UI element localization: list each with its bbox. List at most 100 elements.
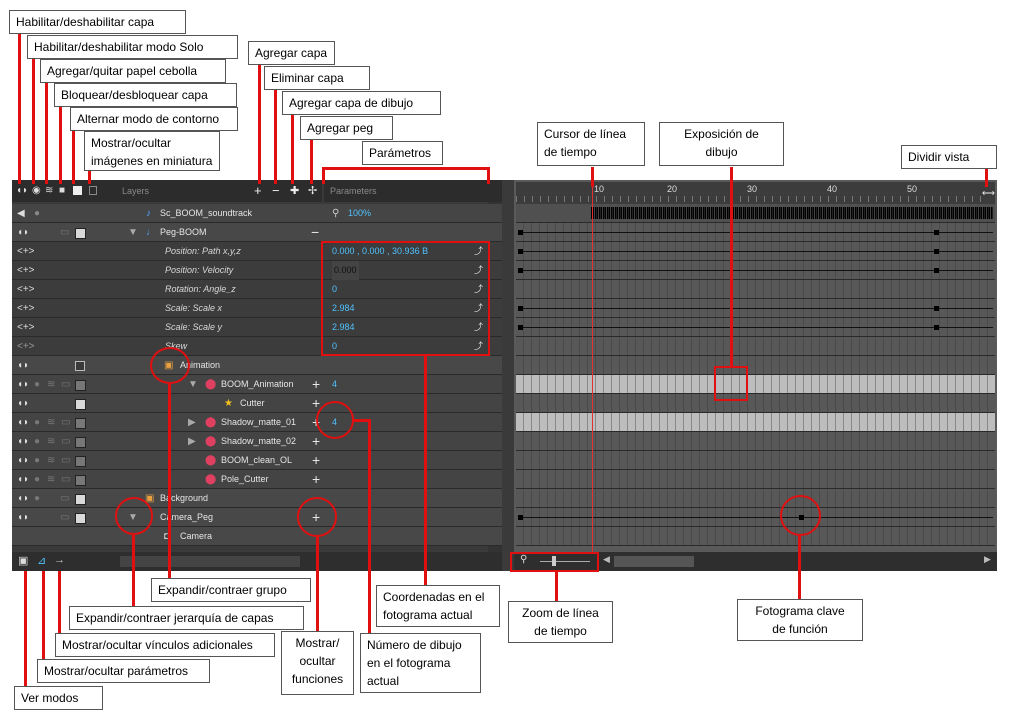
show-functions-icon[interactable]: + bbox=[312, 433, 321, 449]
lock-icon[interactable]: ▭ bbox=[61, 417, 71, 428]
show-functions-icon[interactable]: + bbox=[312, 471, 321, 487]
onion-skin-icon[interactable]: ≋ bbox=[47, 474, 56, 485]
color-swatch[interactable] bbox=[75, 475, 86, 486]
onion-skin-icon[interactable]: ≋ bbox=[47, 379, 56, 390]
param-value[interactable]: 2.984 bbox=[332, 303, 355, 313]
curve-icon[interactable]: ⤴ bbox=[474, 246, 484, 256]
layer-row-peg-boom[interactable]: ◖◗ ▭ ▼ ♩ Peg-BOOM − bbox=[12, 223, 502, 242]
solo-icon[interactable]: ◉ bbox=[32, 185, 41, 196]
param-value[interactable]: 0.000 bbox=[332, 261, 359, 280]
onion-skin-icon[interactable]: ≋ bbox=[47, 455, 56, 466]
lock-icon[interactable]: ▭ bbox=[61, 379, 71, 390]
lock-icon[interactable]: ▭ bbox=[61, 474, 71, 485]
zoom-slider[interactable] bbox=[540, 561, 590, 562]
onion-skin-icon[interactable]: ≋ bbox=[45, 185, 54, 196]
layer-row-background[interactable]: ◖◗ ● ▭ ▣ Background bbox=[12, 489, 502, 508]
navigate-keyframe-icon[interactable]: <+> bbox=[17, 341, 35, 352]
thumbnail-icon[interactable] bbox=[89, 186, 97, 195]
timeline-row-camera[interactable] bbox=[516, 527, 995, 546]
lock-icon[interactable]: ▭ bbox=[61, 455, 71, 466]
scroll-right-icon[interactable]: ▶ bbox=[984, 554, 991, 564]
layer-row-boom-clean-ol[interactable]: ◖◗ ● ≋ ▭ ⬤ BOOM_clean_OL + bbox=[12, 451, 502, 470]
keyframe[interactable] bbox=[518, 306, 523, 311]
timeline-ruler[interactable]: 10 20 30 40 50 bbox=[516, 182, 982, 204]
keyframe[interactable] bbox=[518, 325, 523, 330]
param-row-rotation[interactable]: <+> Rotation: Angle_z 0 ⤴ bbox=[12, 280, 502, 299]
navigate-keyframe-icon[interactable]: <+> bbox=[17, 303, 35, 314]
lock-icon[interactable]: ▭ bbox=[60, 227, 70, 238]
curve-icon[interactable]: ⤴ bbox=[474, 322, 484, 332]
timeline-row-background[interactable] bbox=[516, 489, 995, 508]
layer-row-soundtrack[interactable]: ◀ ● ♪ Sc_BOOM_soundtrack ⚲ 100% bbox=[12, 204, 502, 223]
layer-row-animation[interactable]: ◖◗ ▣ Animation bbox=[12, 356, 502, 375]
keyframe[interactable] bbox=[934, 249, 939, 254]
collapse-arrow-icon[interactable]: ▼ bbox=[188, 379, 198, 390]
layer-row-shadow-matte-02[interactable]: ◖◗ ● ≋ ▭ ▶ ⬤ Shadow_matte_02 + bbox=[12, 432, 502, 451]
timeline-row-skew[interactable] bbox=[516, 337, 995, 356]
color-swatch[interactable] bbox=[75, 437, 86, 448]
lock-icon[interactable]: ▭ bbox=[60, 512, 70, 523]
speaker-icon[interactable]: ◀ bbox=[17, 208, 25, 219]
enable-layer-icon[interactable]: ◖◗ bbox=[17, 512, 30, 523]
layer-row-shadow-matte-01[interactable]: ◖◗ ● ≋ ▭ ▶ ⬤ Shadow_matte_01 + 4 bbox=[12, 413, 502, 432]
enable-layer-icon[interactable]: ◖◗ bbox=[17, 227, 30, 238]
param-row-velocity[interactable]: <+> Position: Velocity 0.000 ⤴ bbox=[12, 261, 502, 280]
color-swatch[interactable] bbox=[75, 494, 86, 505]
param-value[interactable]: 2.984 bbox=[332, 322, 355, 332]
param-row-skew[interactable]: <+> Skew 0 ⤴ bbox=[12, 337, 502, 356]
enable-layer-icon[interactable]: ◖◗ bbox=[17, 474, 30, 485]
solo-icon[interactable]: ● bbox=[34, 379, 41, 390]
timeline-row-scale-y[interactable] bbox=[516, 318, 995, 337]
lock-icon[interactable]: ■ bbox=[59, 185, 66, 196]
timeline-row-velocity[interactable] bbox=[516, 261, 995, 280]
color-swatch[interactable] bbox=[75, 418, 86, 429]
show-functions-icon[interactable]: + bbox=[312, 395, 321, 411]
navigate-keyframe-icon[interactable]: <+> bbox=[17, 246, 35, 257]
hide-functions-icon[interactable]: − bbox=[311, 224, 320, 240]
keyframe[interactable] bbox=[934, 325, 939, 330]
onion-skin-icon[interactable]: ≋ bbox=[47, 436, 56, 447]
keyframe[interactable] bbox=[518, 515, 523, 520]
timeline-h-scrollbar[interactable] bbox=[614, 556, 694, 567]
zoom-slider-handle[interactable] bbox=[552, 556, 556, 566]
curve-icon[interactable]: ⤴ bbox=[474, 284, 484, 294]
keyframe[interactable] bbox=[518, 249, 523, 254]
timeline-row-camera-peg[interactable] bbox=[516, 508, 995, 527]
timeline-row-pole-cutter[interactable] bbox=[516, 470, 995, 489]
enable-layer-icon[interactable]: ◖◗ bbox=[17, 493, 30, 504]
param-row-scale-x[interactable]: <+> Scale: Scale x 2.984 ⤴ bbox=[12, 299, 502, 318]
color-swatch[interactable] bbox=[75, 456, 86, 467]
curve-icon[interactable]: ⤴ bbox=[474, 303, 484, 313]
timeline-row-rotation[interactable] bbox=[516, 280, 995, 299]
solo-icon[interactable]: ● bbox=[34, 436, 41, 447]
timeline-row-boom-animation[interactable] bbox=[516, 375, 995, 394]
keyframe[interactable] bbox=[934, 306, 939, 311]
timeline-row-boom-clean-ol[interactable] bbox=[516, 451, 995, 470]
timeline-row-shadow-matte-01[interactable] bbox=[516, 413, 995, 432]
split-view-icon[interactable]: ⟷ bbox=[982, 182, 995, 204]
show-functions-icon[interactable]: + bbox=[312, 452, 321, 468]
param-value[interactable]: 0 bbox=[332, 284, 338, 294]
layer-row-boom-animation[interactable]: ◖◗ ● ≋ ▭ ▼ ⬤ BOOM_Animation + 4 bbox=[12, 375, 502, 394]
layers-h-scrollbar[interactable] bbox=[120, 556, 300, 567]
color-swatch[interactable] bbox=[75, 380, 86, 391]
enable-layer-icon[interactable]: ◖◗ bbox=[17, 360, 30, 371]
timeline-cursor[interactable] bbox=[592, 182, 593, 552]
timeline-row-scale-x[interactable] bbox=[516, 299, 995, 318]
layer-row-pole-cutter[interactable]: ◖◗ ● ≋ ▭ ⬤ Pole_Cutter + bbox=[12, 470, 502, 489]
expand-arrow-icon[interactable]: ▶ bbox=[188, 417, 196, 428]
layer-row-cutter[interactable]: ◖◗ ★ Cutter + bbox=[12, 394, 502, 413]
color-swatch[interactable] bbox=[75, 513, 86, 524]
enable-layer-icon[interactable]: ◖◗ bbox=[17, 455, 30, 466]
timeline-row-position-path[interactable] bbox=[516, 242, 995, 261]
timeline-row-peg-boom[interactable] bbox=[516, 223, 995, 242]
color-swatch[interactable] bbox=[75, 361, 85, 371]
param-row-position-path[interactable]: <+> Position: Path x,y,z 0.000 , 0.000 ,… bbox=[12, 242, 502, 261]
solo-icon[interactable]: ● bbox=[34, 493, 41, 504]
collapse-arrow-icon[interactable]: ▼ bbox=[128, 227, 138, 238]
outline-mode-icon[interactable] bbox=[73, 186, 82, 195]
navigate-keyframe-icon[interactable]: <+> bbox=[17, 284, 35, 295]
layer-row-camera-peg[interactable]: ◖◗ ▭ ▼ Camera_Peg + bbox=[12, 508, 502, 527]
show-functions-icon[interactable]: + bbox=[312, 376, 321, 392]
navigate-keyframe-icon[interactable]: <+> bbox=[17, 322, 35, 333]
